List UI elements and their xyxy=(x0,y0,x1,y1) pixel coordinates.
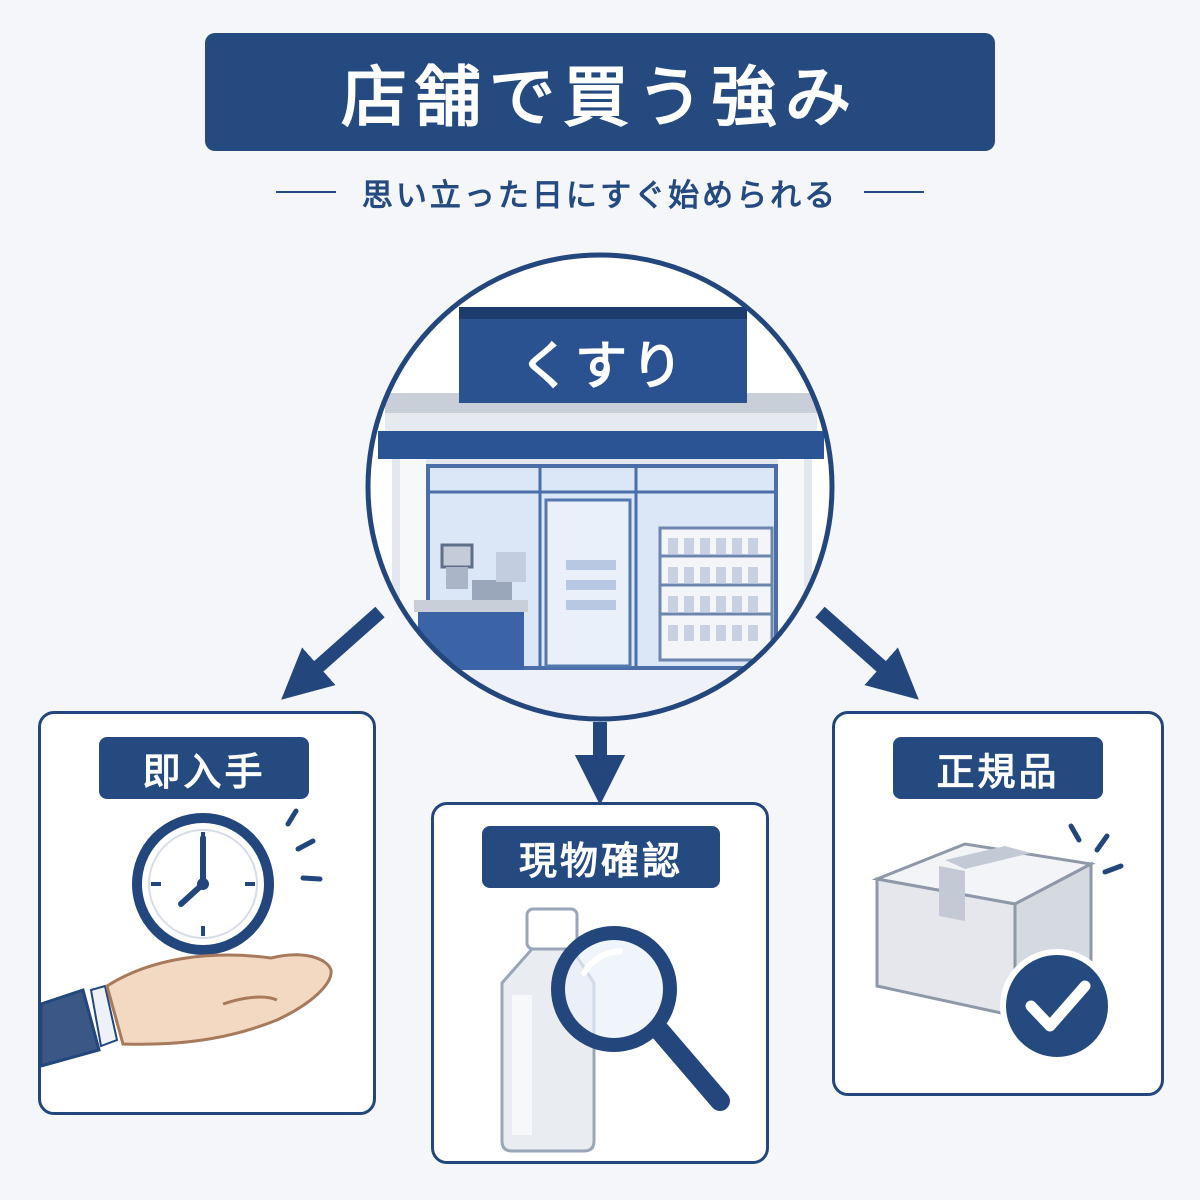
box-icon xyxy=(871,823,1124,1019)
arrow-right xyxy=(815,606,919,700)
benefit-card-genuine: 正規品 xyxy=(832,711,1164,1096)
benefit-label-inspect: 現物確認 xyxy=(482,826,720,888)
subtitle-right-rule xyxy=(864,191,925,193)
title-banner: 店舗で買う強み xyxy=(205,33,995,151)
open-hand-icon xyxy=(39,953,333,1068)
arrow-left xyxy=(281,606,385,700)
store-sign: くすり xyxy=(459,319,747,403)
benefit-label-text: 即入手 xyxy=(142,749,266,794)
benefit-label-genuine: 正規品 xyxy=(893,737,1103,799)
benefit-label-text: 正規品 xyxy=(936,749,1060,794)
benefit-label-text: 現物確認 xyxy=(518,838,683,883)
subtitle-left-rule xyxy=(275,191,336,193)
benefit-card-inspect: 現物確認 xyxy=(431,802,769,1164)
clock-icon xyxy=(132,808,323,955)
magnifier-icon xyxy=(551,926,730,1111)
subtitle-row: 思い立った日にすぐ始められる xyxy=(0,170,1200,214)
benefit-card-immediate: 即入手 xyxy=(38,711,376,1115)
checkmark-icon xyxy=(1000,949,1114,1063)
subtitle-text: 思い立った日にすぐ始められる xyxy=(361,177,839,214)
page-title: 店舗で買う強み xyxy=(341,59,859,136)
benefit-label-immediate: 即入手 xyxy=(99,737,309,799)
store-sign-text: くすり xyxy=(518,336,687,397)
